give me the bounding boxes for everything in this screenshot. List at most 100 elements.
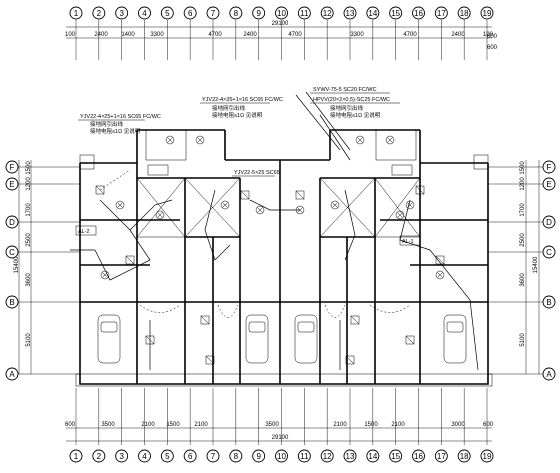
axis-label-bottom-4: 4 bbox=[142, 452, 147, 461]
axis-label-top-19: 19 bbox=[483, 9, 492, 18]
axis-label-bottom-19: 19 bbox=[483, 452, 492, 461]
axis-grid-lines bbox=[8, 20, 552, 445]
axis-label-top-3: 3 bbox=[119, 9, 124, 18]
axis-bubble-left-B: B bbox=[5, 295, 19, 309]
axis-bubble-bottom-16: 16 bbox=[412, 449, 425, 463]
left-dim-1: 1500 bbox=[26, 161, 32, 175]
axis-bubble-bottom-15: 15 bbox=[389, 449, 403, 463]
top-right-dim-1: 600 bbox=[487, 34, 498, 40]
light-fixture-icon bbox=[165, 135, 175, 145]
light-fixture-icon bbox=[435, 270, 445, 280]
axis-label-top-15: 15 bbox=[391, 9, 400, 18]
panel-label-a: AL-2 bbox=[78, 229, 90, 235]
axis-label-bottom-16: 16 bbox=[414, 452, 423, 461]
axis-bubble-bottom-13: 13 bbox=[343, 449, 357, 463]
top-dim-6: 2400 bbox=[243, 32, 257, 38]
axis-label-bottom-2: 2 bbox=[97, 452, 102, 461]
axis-label-bottom-3: 3 bbox=[119, 452, 124, 461]
axis-bubble-right-F: F bbox=[542, 160, 556, 174]
axis-label-bottom-7: 7 bbox=[211, 452, 216, 461]
axis-bubble-top-3: 3 bbox=[115, 6, 129, 20]
axis-label-top-18: 18 bbox=[460, 9, 469, 18]
axis-bubble-bottom-19: 19 bbox=[480, 449, 494, 463]
wiring-runs bbox=[70, 91, 479, 371]
axis-label-bottom-9: 9 bbox=[256, 452, 261, 461]
axis-bubble-left-A: A bbox=[5, 367, 19, 381]
axis-label-top-1: 1 bbox=[74, 9, 79, 18]
axis-bubble-top-1: 1 bbox=[69, 6, 83, 20]
light-fixture-icon bbox=[195, 135, 205, 145]
feeder-label-left: YJV22-4×25+1×16 SC65 FC/WC bbox=[80, 114, 161, 120]
axis-label-bottom-17: 17 bbox=[437, 452, 446, 461]
axis-label-bottom-18: 18 bbox=[460, 452, 469, 461]
axis-label-bottom-15: 15 bbox=[391, 452, 400, 461]
axis-bubble-bottom-11: 11 bbox=[297, 449, 311, 463]
bottom-dim-1: 600 bbox=[65, 422, 76, 428]
axis-label-top-17: 17 bbox=[437, 9, 446, 18]
bottom-dimension-chain: 600 3500 2100 1500 2100 3500 2100 1500 2… bbox=[65, 422, 494, 442]
axis-label-bottom-13: 13 bbox=[346, 452, 355, 461]
left-dim-6: 5100 bbox=[26, 333, 32, 347]
axis-bubble-top-2: 2 bbox=[92, 6, 106, 20]
axis-bubble-top-8: 8 bbox=[229, 6, 243, 20]
top-dim-10: 2400 bbox=[451, 32, 465, 38]
socket-icon bbox=[205, 355, 215, 365]
feeder-label-right-2: HPVV(20×2×0.5)-SC25 FC/WC bbox=[313, 97, 390, 103]
axis-bubble-top-9: 9 bbox=[252, 6, 266, 20]
axis-label-left-F: F bbox=[10, 163, 15, 172]
axis-label-right-D: D bbox=[546, 218, 552, 227]
axis-bubble-bottom-4: 4 bbox=[138, 449, 151, 463]
axis-bubble-bottom-10: 10 bbox=[275, 449, 288, 463]
axis-bubble-top-13: 13 bbox=[343, 6, 357, 20]
axis-bubble-bottom-8: 8 bbox=[229, 449, 243, 463]
top-dim-7: 4700 bbox=[288, 32, 302, 38]
top-dim-2: 2400 bbox=[94, 32, 108, 38]
cable-annotations: YJV22-4×25+1×16 SC65 FC/WC 接地网引出线 接地电阻≤1… bbox=[75, 87, 421, 246]
axis-label-top-7: 7 bbox=[211, 9, 216, 18]
axis-label-top-16: 16 bbox=[414, 9, 423, 18]
light-fixture-icon bbox=[100, 270, 110, 280]
axis-bubble-left-E: E bbox=[5, 177, 19, 191]
feeder-label-mid-2: YJV22-5×25 SC65 bbox=[234, 170, 280, 176]
garage-cars bbox=[97, 304, 467, 364]
axis-label-right-A: A bbox=[546, 370, 552, 379]
axis-bubble-top-12: 12 bbox=[320, 6, 334, 20]
axis-bubble-left-D: D bbox=[5, 215, 19, 229]
axis-label-top-13: 13 bbox=[346, 9, 355, 18]
axis-bubble-bottom-17: 17 bbox=[434, 449, 448, 463]
top-dim-5: 4700 bbox=[208, 32, 222, 38]
axis-bubble-top-18: 18 bbox=[457, 6, 471, 20]
top-dim-9: 4700 bbox=[403, 32, 417, 38]
axis-label-top-9: 9 bbox=[256, 9, 261, 18]
axis-bubble-bottom-9: 9 bbox=[252, 449, 266, 463]
feeder-note-left: 接地网引出线 bbox=[90, 120, 124, 128]
top-dim-4: 3300 bbox=[150, 32, 164, 38]
socket-icon bbox=[295, 190, 305, 200]
panel-label-b: AL-1 bbox=[402, 239, 414, 245]
axis-bubble-right-A: A bbox=[542, 367, 556, 381]
right-dimension-chain: 1500 1200 1700 2500 3600 5100 15400 bbox=[520, 160, 540, 374]
bottom-dim-total: 29100 bbox=[272, 435, 289, 441]
axis-bubble-top-6: 6 bbox=[183, 6, 197, 20]
top-dim-1: 100 bbox=[65, 32, 76, 38]
axis-label-left-D: D bbox=[9, 218, 15, 227]
axis-bubble-left-F: F bbox=[5, 160, 19, 174]
light-fixture-icon bbox=[255, 205, 265, 215]
left-dim-total: 15400 bbox=[14, 256, 20, 273]
socket-icon bbox=[350, 315, 360, 325]
top-dim-3: 1400 bbox=[121, 32, 135, 38]
bottom-dim-2: 3500 bbox=[101, 422, 115, 428]
axis-bubble-top-19: 19 bbox=[480, 6, 494, 20]
axis-label-bottom-14: 14 bbox=[368, 452, 377, 461]
axis-label-bottom-12: 12 bbox=[323, 452, 332, 461]
left-dim-3: 1700 bbox=[26, 203, 32, 217]
top-dim-11: 100 bbox=[483, 32, 494, 38]
axis-bubble-bottom-1: 1 bbox=[69, 449, 83, 463]
axis-label-left-B: B bbox=[9, 298, 14, 307]
axis-label-top-12: 12 bbox=[323, 9, 332, 18]
